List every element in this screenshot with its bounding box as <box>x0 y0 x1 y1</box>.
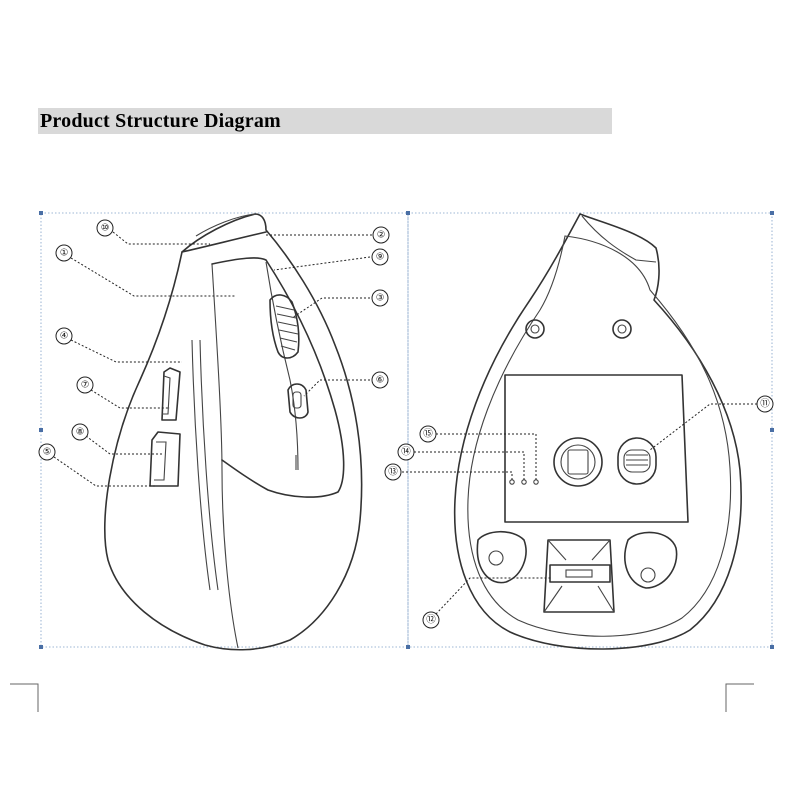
svg-text:⑦: ⑦ <box>81 380 90 391</box>
svg-text:⑤: ⑤ <box>43 447 52 458</box>
leader-lines <box>53 231 757 615</box>
callout-11: ⑪ <box>756 395 774 413</box>
callout-10: ⑩ <box>96 219 114 237</box>
callout-5: ⑤ <box>38 443 56 461</box>
crop-mark-left <box>10 683 39 712</box>
callout-14: ⑭ <box>397 443 415 461</box>
callout-3: ③ <box>371 289 389 307</box>
svg-text:⑩: ⑩ <box>101 223 110 234</box>
svg-text:⑨: ⑨ <box>376 252 385 263</box>
title-bar: Product Structure Diagram <box>38 108 612 134</box>
callout-12: ⑫ <box>422 611 440 629</box>
frame-handles <box>39 211 774 649</box>
svg-text:⑪: ⑪ <box>760 399 770 410</box>
svg-text:⑥: ⑥ <box>376 375 385 386</box>
callout-1: ① <box>55 244 73 262</box>
callout-2: ② <box>372 226 390 244</box>
svg-text:①: ① <box>60 248 69 259</box>
svg-text:④: ④ <box>60 331 69 342</box>
crop-mark-right <box>725 683 754 712</box>
svg-text:②: ② <box>377 230 386 241</box>
svg-text:⑮: ⑮ <box>423 429 433 440</box>
mouse-bottom-view <box>453 213 742 650</box>
mouse-side-view <box>103 213 363 651</box>
callout-4: ④ <box>55 327 73 345</box>
page-title: Product Structure Diagram <box>40 110 281 132</box>
callout-8: ⑧ <box>71 423 89 441</box>
svg-text:⑧: ⑧ <box>76 427 85 438</box>
callout-7: ⑦ <box>76 376 94 394</box>
callout-13: ⑬ <box>384 463 402 481</box>
svg-text:⑫: ⑫ <box>426 615 436 626</box>
callout-15: ⑮ <box>419 425 437 443</box>
svg-text:⑬: ⑬ <box>388 467 398 478</box>
svg-text:③: ③ <box>376 293 385 304</box>
callout-9: ⑨ <box>371 248 389 266</box>
frame-side-view <box>40 212 409 648</box>
svg-text:⑭: ⑭ <box>401 447 411 458</box>
callout-6: ⑥ <box>371 371 389 389</box>
